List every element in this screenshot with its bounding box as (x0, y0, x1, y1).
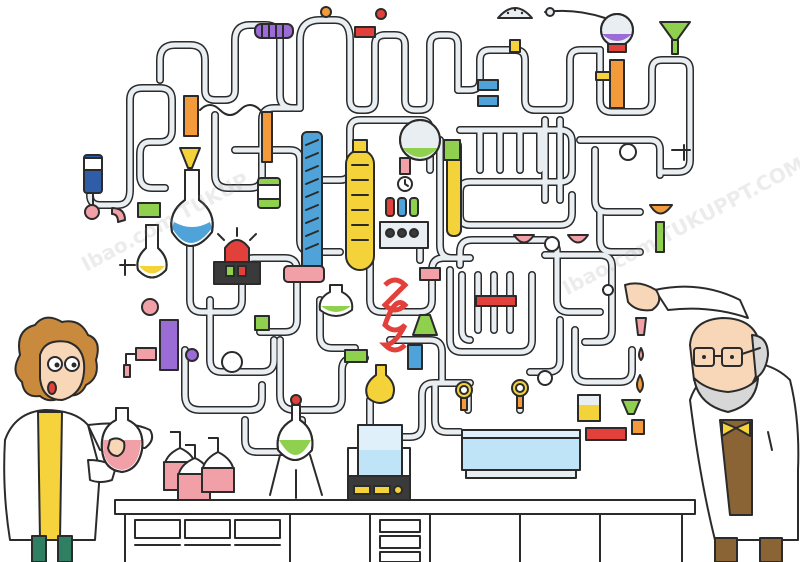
flask-icon (318, 284, 354, 317)
alarm-light-icon (213, 227, 261, 285)
beaker-icon (163, 431, 235, 501)
beaker-icon (577, 394, 645, 441)
shower-head-icon (497, 7, 533, 53)
test-tube-icon (567, 234, 589, 244)
drop (636, 374, 644, 393)
orange-tube (609, 59, 625, 109)
flask-icon (136, 224, 168, 279)
shower-head-icon (544, 236, 560, 252)
flask-icon (170, 169, 214, 247)
orange-tube (261, 111, 273, 163)
connector (407, 344, 423, 370)
flask-icon (412, 314, 438, 336)
valve-icon (595, 71, 611, 81)
connector (254, 315, 270, 331)
condenser-icon (345, 139, 375, 271)
connector (111, 207, 126, 223)
pressure-gauge-icon (455, 379, 529, 411)
flask-icon (385, 119, 441, 217)
flask-icon (544, 7, 634, 53)
coil-condenser-icon (254, 23, 294, 39)
coil (199, 104, 261, 116)
test-tube-icon (513, 234, 535, 244)
flask-icon (221, 351, 243, 373)
connector (344, 349, 368, 363)
connector (185, 348, 199, 362)
column-icon (301, 131, 323, 273)
tank-icon (461, 429, 581, 479)
gauge-icon (602, 284, 614, 296)
flask-icon (365, 364, 395, 404)
bunsen-stand-icon (269, 394, 323, 499)
scientist-icon (624, 282, 800, 562)
funnel-icon (179, 147, 201, 169)
apparatus (83, 6, 691, 503)
pipe-coupling (477, 79, 499, 91)
pipe-coupling (477, 95, 499, 107)
flask-icon (649, 204, 673, 253)
funnel-icon (659, 21, 691, 55)
tap-icon (119, 259, 136, 276)
dropper-icon (635, 317, 647, 336)
tube (283, 265, 325, 283)
connector (137, 202, 161, 218)
valve-icon (619, 143, 637, 161)
gauge-icon (537, 370, 553, 386)
pipe-network (86, 16, 694, 456)
lab-bench (114, 499, 696, 562)
drop (638, 347, 644, 361)
tube (159, 319, 179, 371)
coupling (475, 295, 517, 307)
valve-icon (320, 6, 387, 38)
scientist-icon (3, 316, 154, 562)
coil-condenser-icon (378, 277, 409, 353)
connector (84, 204, 100, 220)
tap-icon (123, 298, 159, 378)
canister-icon (257, 177, 281, 209)
connector (443, 139, 461, 161)
connector (419, 267, 441, 281)
beaker-icon (357, 424, 403, 477)
bottle-icon (83, 154, 103, 206)
tap-icon (671, 144, 691, 161)
control-panel-icon (379, 221, 429, 249)
orange-tube (183, 95, 199, 137)
